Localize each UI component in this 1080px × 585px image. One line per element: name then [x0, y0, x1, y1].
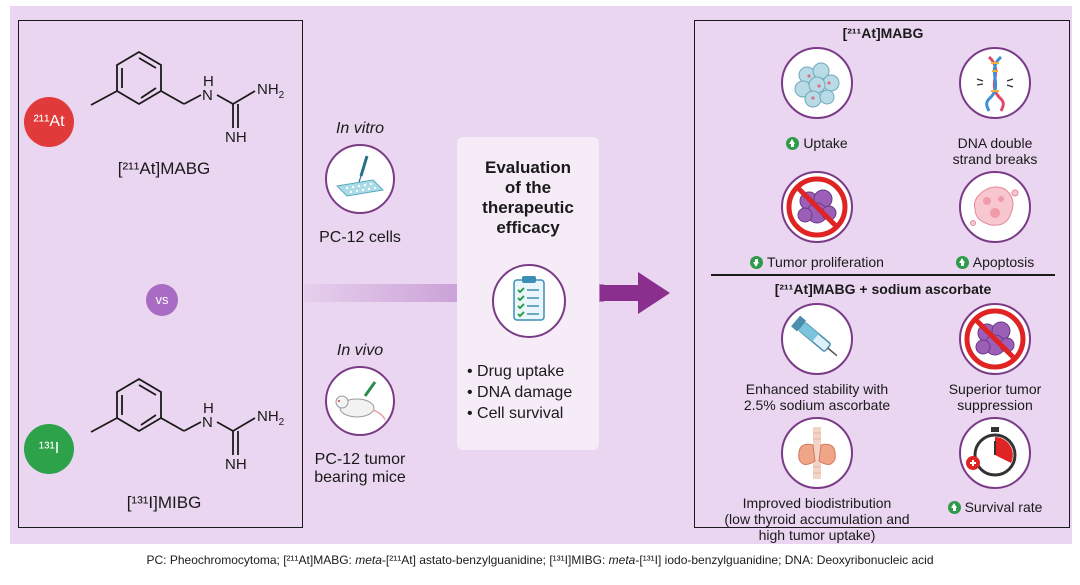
stability-label-line1: Enhanced stability with — [745, 381, 889, 397]
iodine-badge: ¹³¹I — [24, 424, 74, 474]
mabg-name: [²¹¹At]MABG — [117, 159, 211, 178]
thyroid-icon — [781, 417, 853, 489]
result-arrow — [600, 272, 670, 314]
abbreviations-caption: PC: Pheochromocytoma; [²¹¹At]MABG: meta-… — [146, 553, 934, 567]
mabg-atom-n1: N — [202, 87, 213, 104]
in-vivo-label-line2: bearing mice — [314, 469, 406, 486]
in-vitro-title: In vitro — [335, 120, 384, 137]
in-vivo-label-line1: PC-12 tumor — [314, 451, 406, 468]
mabg-atom-h: H — [203, 73, 214, 90]
tumor-proliferation-label: Tumor proliferation — [727, 254, 907, 270]
mabg-atom-nh: NH — [225, 129, 247, 146]
graphical-abstract: ²¹¹At H N NH2 NH [²¹¹At]MABG vs ¹³¹I H — [10, 6, 1072, 544]
section1-title: [²¹¹At]MABG — [842, 25, 924, 41]
dna-icon — [959, 47, 1031, 119]
astatine-badge: ²¹¹At — [24, 97, 74, 147]
mibg-atom-h: H — [203, 400, 214, 417]
up-arrow-icon — [947, 501, 961, 514]
mibg-atom-n1: N — [202, 414, 213, 431]
up-arrow-icon — [955, 256, 969, 269]
section-divider — [711, 274, 1055, 276]
biodistribution-label-line2: (low thyroid accumulation and — [724, 511, 910, 527]
section2-title: [²¹¹At]MABG + sodium ascorbate — [774, 281, 992, 297]
survival-label: Survival rate — [935, 499, 1055, 515]
compounds-panel: ²¹¹At H N NH2 NH [²¹¹At]MABG vs ¹³¹I H — [18, 20, 303, 528]
mibg-atom-nh2: NH2 — [257, 408, 285, 428]
tumor-suppression-icon — [959, 303, 1031, 375]
dna-label-line1: DNA double — [957, 135, 1033, 151]
mabg-structure — [90, 50, 256, 128]
results-panel: [²¹¹At]MABG Uptake DNA double strand bre… — [694, 20, 1070, 543]
apoptosis-icon — [959, 171, 1031, 243]
stability-label-line2: 2.5% sodium ascorbate — [743, 397, 891, 413]
vs-badge: vs — [146, 284, 178, 316]
down-arrow-icon — [750, 256, 763, 269]
up-arrow-icon — [786, 137, 800, 150]
uptake-label: Uptake — [757, 135, 877, 151]
mibg-name: [¹³¹I]MIBG — [126, 493, 202, 512]
mibg-structure — [90, 377, 256, 455]
syringe-icon — [781, 303, 853, 375]
evaluation-title-3: therapeutic — [482, 198, 574, 217]
suppression-label-line1: Superior tumor — [948, 381, 1042, 397]
in-vitro-icon — [325, 144, 395, 214]
in-vivo-icon — [325, 366, 395, 436]
evaluation-bullet-2: • DNA damage — [467, 384, 573, 401]
evaluation-bullet-1: • Drug uptake — [467, 363, 565, 380]
apoptosis-label: Apoptosis — [935, 254, 1055, 270]
in-vivo-title: In vivo — [336, 342, 384, 359]
suppression-label-line2: suppression — [957, 397, 1033, 413]
evaluation-title-2: of the — [504, 178, 552, 197]
mibg-atom-nh: NH — [225, 456, 247, 473]
tumor-proliferation-icon — [781, 171, 853, 243]
uptake-icon — [781, 47, 853, 119]
clipboard-icon — [492, 264, 566, 338]
evaluation-title-1: Evaluation — [485, 158, 571, 177]
mabg-atom-nh2: NH2 — [257, 81, 285, 101]
in-vitro-label: PC-12 cells — [319, 229, 401, 246]
evaluation-box: Evaluation of the therapeutic efficacy •… — [457, 137, 599, 450]
dna-label-line2: strand breaks — [952, 151, 1038, 167]
evaluation-title-4: efficacy — [496, 218, 560, 237]
biodistribution-label-line3: high tumor uptake) — [758, 527, 876, 543]
biodistribution-label-line1: Improved biodistribution — [742, 495, 892, 511]
stopwatch-icon — [959, 417, 1031, 489]
evaluation-bullet-3: • Cell survival — [467, 405, 564, 422]
